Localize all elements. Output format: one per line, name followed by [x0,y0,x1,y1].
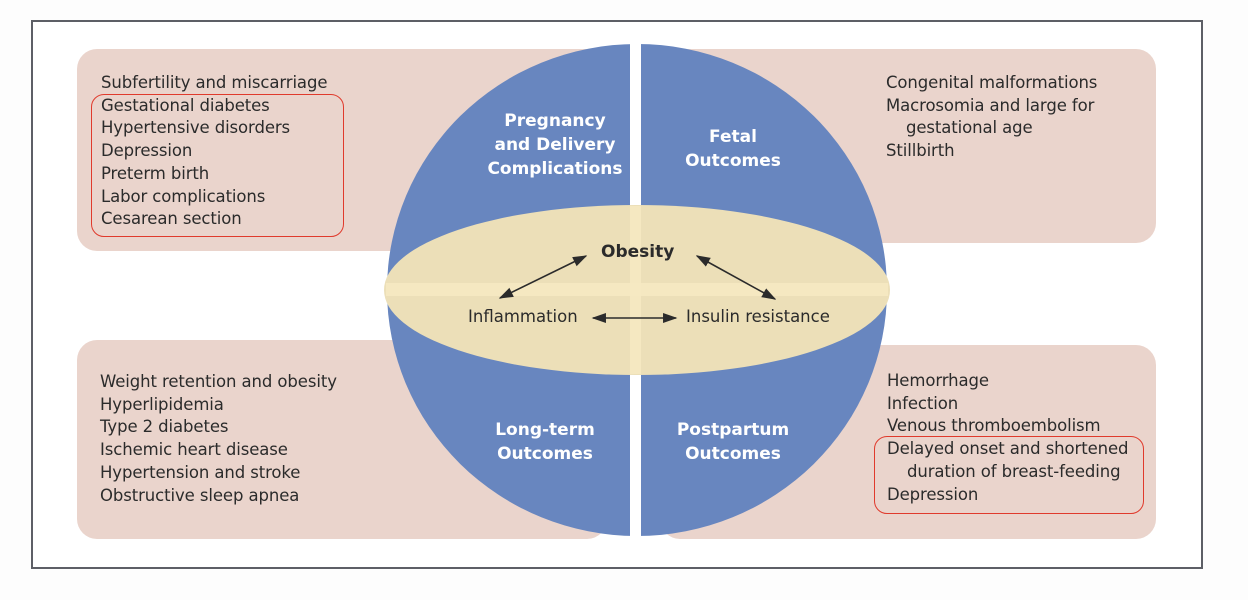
list-item: Depression [887,484,979,504]
list-item: Subfertility and miscarriage [101,73,328,92]
title-line: Postpartum [676,420,790,440]
highlight-box-pregnancy [91,94,344,237]
insulin-resistance-label: Insulin resistance [686,307,830,326]
obesity-label: Obesity [601,242,675,262]
title-line: Complications [487,159,623,179]
list-item: Weight retention and obesity [100,372,337,391]
list-item: Hemorrhage [887,371,989,390]
list-long-term-outcomes: Weight retention and obesity Hyperlipide… [100,371,337,507]
list-fetal-outcomes: Congenital malformations Macrosomia and … [886,72,1097,163]
title-line: Outcomes [685,151,781,171]
highlight-box-postpartum [874,436,1144,514]
list-item: duration of breast-feeding [907,461,1121,481]
list-item: Venous thromboembolism [887,416,1101,436]
list-item: Ischemic heart disease [100,440,288,460]
title-line: and Delivery [494,135,616,155]
list-item: Preterm birth [101,163,210,183]
ellipse-vertical-band [630,206,641,374]
quadrant-title-pregnancy: Pregnancy and Delivery Complications [475,109,635,181]
quadrant-title-long-term: Long-term Outcomes [480,418,610,466]
list-item: Labor complications [101,186,266,206]
list-item: Cesarean section [101,209,242,229]
inflammation-label: Inflammation [468,307,578,326]
list-item: Hypertension and stroke [100,462,301,482]
list-pregnancy-complications: Subfertility and miscarriage Gestational… [101,72,327,231]
title-line: Long-term [495,420,595,440]
list-item: Depression [101,141,193,161]
quadrant-title-postpartum: Postpartum Outcomes [668,418,798,466]
title-line: Pregnancy [504,111,606,131]
list-item: Hyperlipidemia [100,394,224,414]
list-item: Hypertensive disorders [101,118,291,138]
quadrant-title-fetal: Fetal Outcomes [668,125,798,173]
list-item: Stillbirth [886,141,955,161]
list-item: Macrosomia and large for [886,95,1095,115]
arrow-obesity-insulin-resistance [695,255,777,300]
list-item: Congenital malformations [886,73,1098,92]
arrow-obesity-inflammation [498,255,588,299]
list-item: Delayed onset and shortened [887,439,1129,459]
list-item: Type 2 diabetes [100,417,229,437]
title-line: Outcomes [497,444,593,464]
title-line: Outcomes [685,444,781,464]
list-item: gestational age [906,118,1033,138]
list-postpartum-outcomes: Hemorrhage Infection Venous thromboembol… [887,370,1129,506]
list-item: Infection [887,393,959,413]
title-line: Fetal [709,127,757,147]
list-item: Obstructive sleep apnea [100,485,300,505]
list-item: Gestational diabetes [101,95,270,115]
